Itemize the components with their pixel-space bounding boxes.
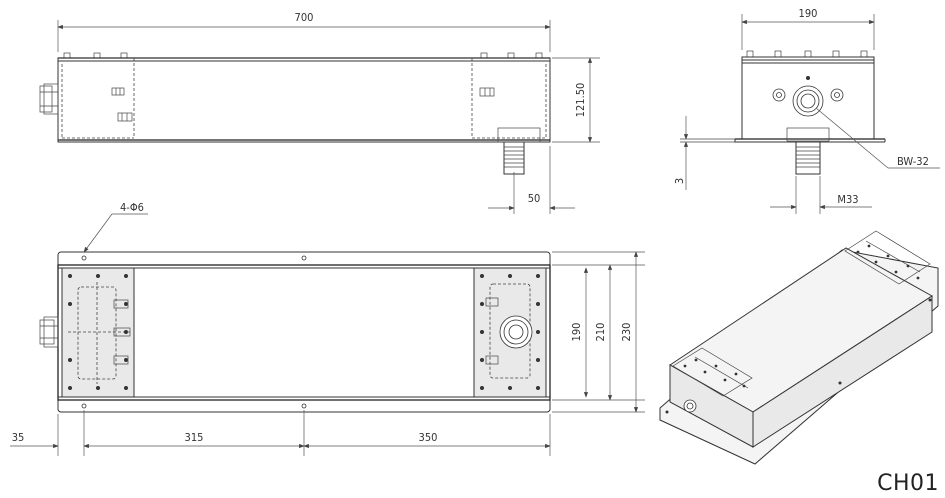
label-end-thread: M33 bbox=[837, 193, 858, 206]
end-view: 190 bbox=[673, 7, 940, 214]
dim-top-length: 700 bbox=[295, 11, 314, 24]
label-end-fitting: BW-32 bbox=[897, 155, 929, 168]
dim-plan-d1: 35 bbox=[12, 431, 25, 444]
dim-end-thickness: 3 bbox=[673, 178, 686, 184]
front-view: 700 bbox=[39, 11, 600, 214]
dim-plan-d2: 315 bbox=[185, 431, 204, 444]
isometric-view bbox=[659, 230, 939, 465]
label-plan-holes: 4-Φ6 bbox=[120, 201, 144, 214]
dim-plan-d3: 350 bbox=[419, 431, 438, 444]
dim-top-offset: 50 bbox=[528, 192, 541, 205]
dim-top-height: 121.50 bbox=[574, 83, 587, 118]
dim-plan-w2: 210 bbox=[594, 323, 607, 342]
plan-view: 4-Φ6 bbox=[10, 201, 645, 456]
dim-end-width: 190 bbox=[799, 7, 818, 20]
dim-plan-w1: 190 bbox=[570, 323, 583, 342]
model-code: CH01 bbox=[877, 471, 939, 496]
dim-plan-w3: 230 bbox=[620, 323, 633, 342]
